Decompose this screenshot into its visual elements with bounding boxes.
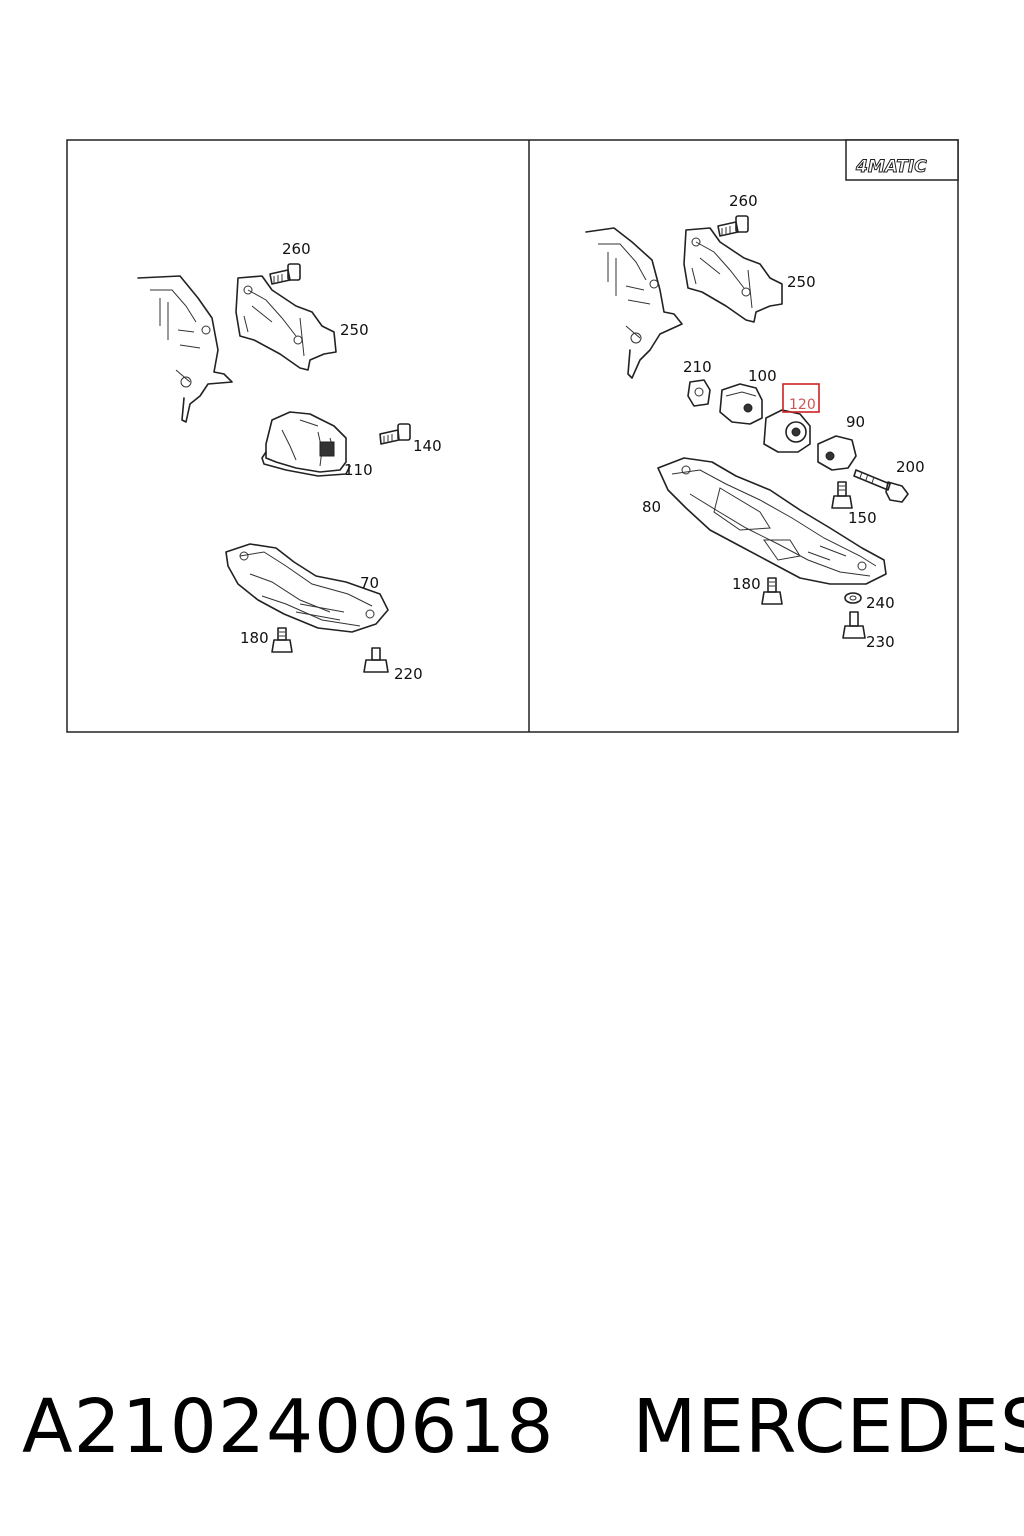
label-260-left: 260 [282,240,311,258]
label-80-right: 80 [642,498,661,516]
bolt-180-left [271,627,293,653]
mount-110-left [261,411,351,477]
part-number: A2102400618 [22,1384,555,1470]
left-panel: 260 250 110 140 [137,240,442,683]
label-110-left: 110 [344,461,373,479]
right-panel: 260 250 210 100 120 [585,192,925,651]
parts-diagram: 4MATIC 260 250 [66,139,959,733]
mount-100-right [719,383,763,425]
label-250-right: 250 [787,273,816,291]
crossmember-80-right [657,457,887,585]
label-90-right: 90 [846,413,865,431]
label-70-left: 70 [360,574,379,592]
nut-210-right [687,379,711,407]
bolt-220-left [363,647,389,673]
bolt-260-right [717,215,749,237]
bracket-250-right [683,227,783,323]
label-260-right: 260 [729,192,758,210]
label-120-right: 120 [789,397,816,413]
brand-name: MERCEDES [632,1384,1024,1470]
bolt-140-left [379,423,411,445]
mount-120-right [763,409,811,453]
4matic-badge: 4MATIC [845,139,959,181]
bolt-200-right [853,469,909,503]
washer-240-right [844,592,862,604]
label-210-right: 210 [683,358,712,376]
transmission-housing-right [585,227,683,379]
label-150-right: 150 [848,509,877,527]
label-140-left: 140 [413,437,442,455]
bolt-150-right [831,481,853,509]
diagram-frame [66,139,959,733]
transmission-housing-left [137,275,233,423]
footer-caption: A2102400618 MERCEDES [22,1372,1024,1482]
crossmember-70-left [225,543,389,633]
label-230-right: 230 [866,633,895,651]
highlight-box-120[interactable] [782,383,820,413]
label-100-right: 100 [748,367,777,385]
label-250-left: 250 [340,321,369,339]
label-180-left: 180 [240,629,269,647]
4matic-badge-text: 4MATIC [855,157,927,177]
bracket-250-left [235,275,337,371]
bolt-260-left [269,263,301,285]
bolt-180-right [761,577,783,605]
label-180-right: 180 [732,575,761,593]
label-200-right: 200 [896,458,925,476]
label-220-left: 220 [394,665,423,683]
bolt-230-right [842,611,866,639]
label-240-right: 240 [866,594,895,612]
mount-90-right [817,435,857,471]
